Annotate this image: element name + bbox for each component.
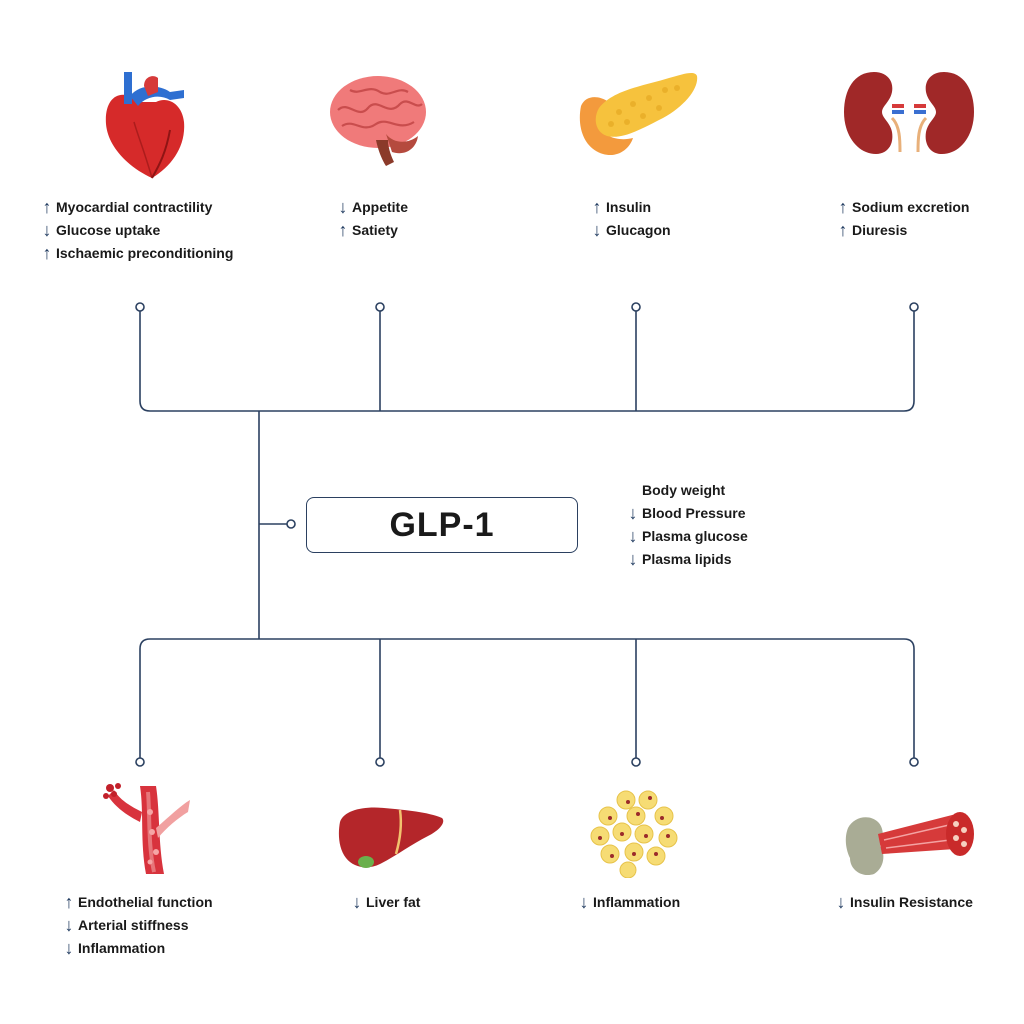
kidney-effects: ↑Sodium excretion ↑Diuresis <box>836 196 970 242</box>
effect-label: Body weight <box>642 482 726 498</box>
node-kidney <box>909 302 919 312</box>
top-branch <box>139 311 915 412</box>
list-item: ↑Ischaemic preconditioning <box>40 242 234 265</box>
effect-label: Inflammation <box>78 940 166 956</box>
list-item: ↓Appetite <box>336 196 409 219</box>
pancreas-icon <box>579 72 698 156</box>
list-item: Body weight <box>626 479 748 502</box>
list-item: ↓Glucagon <box>590 219 671 242</box>
arrow-icon: ↑ <box>592 197 602 217</box>
liver-icon <box>338 807 444 868</box>
arrow-icon: ↓ <box>64 915 74 935</box>
arrow-icon: ↓ <box>338 197 348 217</box>
effect-label: Glucose uptake <box>56 222 161 238</box>
heart-effects: ↑Myocardial contractility ↓Glucose uptak… <box>40 196 234 265</box>
muscle-effects: ↓Insulin Resistance <box>834 891 973 914</box>
arrow-icon: ↑ <box>42 243 52 263</box>
arrow-icon: ↓ <box>42 220 52 240</box>
effect-label: Ischaemic preconditioning <box>56 245 234 261</box>
arrow-icon: ↑ <box>838 197 848 217</box>
liver-effects: ↓Liver fat <box>350 891 421 914</box>
list-item: ↑Myocardial contractility <box>40 196 233 219</box>
effect-label: Myocardial contractility <box>56 199 213 215</box>
list-item: ↓Liver fat <box>350 891 421 914</box>
systemic-effects: Body weight ↓Blood Pressure ↓Plasma gluc… <box>626 479 748 571</box>
effect-label: Diuresis <box>852 222 908 238</box>
effect-label: Blood Pressure <box>642 505 746 521</box>
brain-icon <box>330 76 426 166</box>
glp1-label: GLP-1 <box>389 505 495 544</box>
effect-label: Glucagon <box>606 222 671 238</box>
list-item: ↓Blood Pressure <box>626 502 748 525</box>
blood-vessel-icon <box>103 783 190 874</box>
node-brain <box>375 302 385 312</box>
list-item: ↓Insulin Resistance <box>834 891 973 914</box>
effect-label: Appetite <box>352 199 408 215</box>
list-item: ↓Glucose uptake <box>40 219 233 242</box>
effect-label: Plasma lipids <box>642 551 732 567</box>
list-item: ↑Satiety <box>336 219 408 242</box>
bottom-branch <box>139 638 915 758</box>
fat-cells-icon <box>590 790 678 878</box>
node-adipose <box>631 757 641 767</box>
effect-label: Liver fat <box>366 894 421 910</box>
arrow-icon: ↑ <box>338 220 348 240</box>
list-item: ↓Plasma lipids <box>626 548 748 571</box>
node-pancreas <box>631 302 641 312</box>
arrow-icon: ↓ <box>64 938 74 958</box>
effect-label: Insulin <box>606 199 652 215</box>
effect-label: Satiety <box>352 222 398 238</box>
effect-label: Sodium excretion <box>852 199 970 215</box>
list-item: ↑Sodium excretion <box>836 196 970 219</box>
brain-effects: ↓Appetite ↑Satiety <box>336 196 409 242</box>
pancreas-effects: ↑Insulin ↓Glucagon <box>590 196 671 242</box>
node-liver <box>375 757 385 767</box>
node-heart <box>135 302 145 312</box>
effect-label: Arterial stiffness <box>78 917 189 933</box>
arrow-icon: ↓ <box>579 892 589 912</box>
kidney-icon <box>844 72 974 154</box>
node-muscle <box>909 757 919 767</box>
list-item: ↓Plasma glucose <box>626 525 748 548</box>
effect-label: Insulin Resistance <box>850 894 973 910</box>
effect-label: Inflammation <box>593 894 681 910</box>
muscle-icon <box>845 812 974 876</box>
effect-label: Plasma glucose <box>642 528 748 544</box>
arrow-icon: ↓ <box>592 220 602 240</box>
list-item: ↑Diuresis <box>836 219 969 242</box>
arrow-icon: ↓ <box>352 892 362 912</box>
arrow-icon: ↓ <box>836 892 846 912</box>
heart-icon <box>105 72 185 179</box>
arrow-icon: ↑ <box>42 197 52 217</box>
node-center <box>286 519 296 529</box>
list-item: ↓Arterial stiffness <box>62 914 213 937</box>
list-item: ↑Insulin <box>590 196 671 219</box>
glp1-box: GLP-1 <box>306 497 578 553</box>
vessel-effects: ↑Endothelial function ↓Arterial stiffnes… <box>62 891 213 960</box>
list-item: ↓Inflammation <box>577 891 681 914</box>
arrow-icon: ↑ <box>64 892 74 912</box>
list-item: ↓Inflammation <box>62 937 213 960</box>
arrow-icon: ↓ <box>628 549 638 569</box>
node-vessel <box>135 757 145 767</box>
adipose-effects: ↓Inflammation <box>577 891 681 914</box>
effect-label: Endothelial function <box>78 894 213 910</box>
arrow-icon: ↓ <box>628 503 638 523</box>
arrow-icon: ↑ <box>838 220 848 240</box>
list-item: ↑Endothelial function <box>62 891 213 914</box>
arrow-icon: ↓ <box>628 526 638 546</box>
